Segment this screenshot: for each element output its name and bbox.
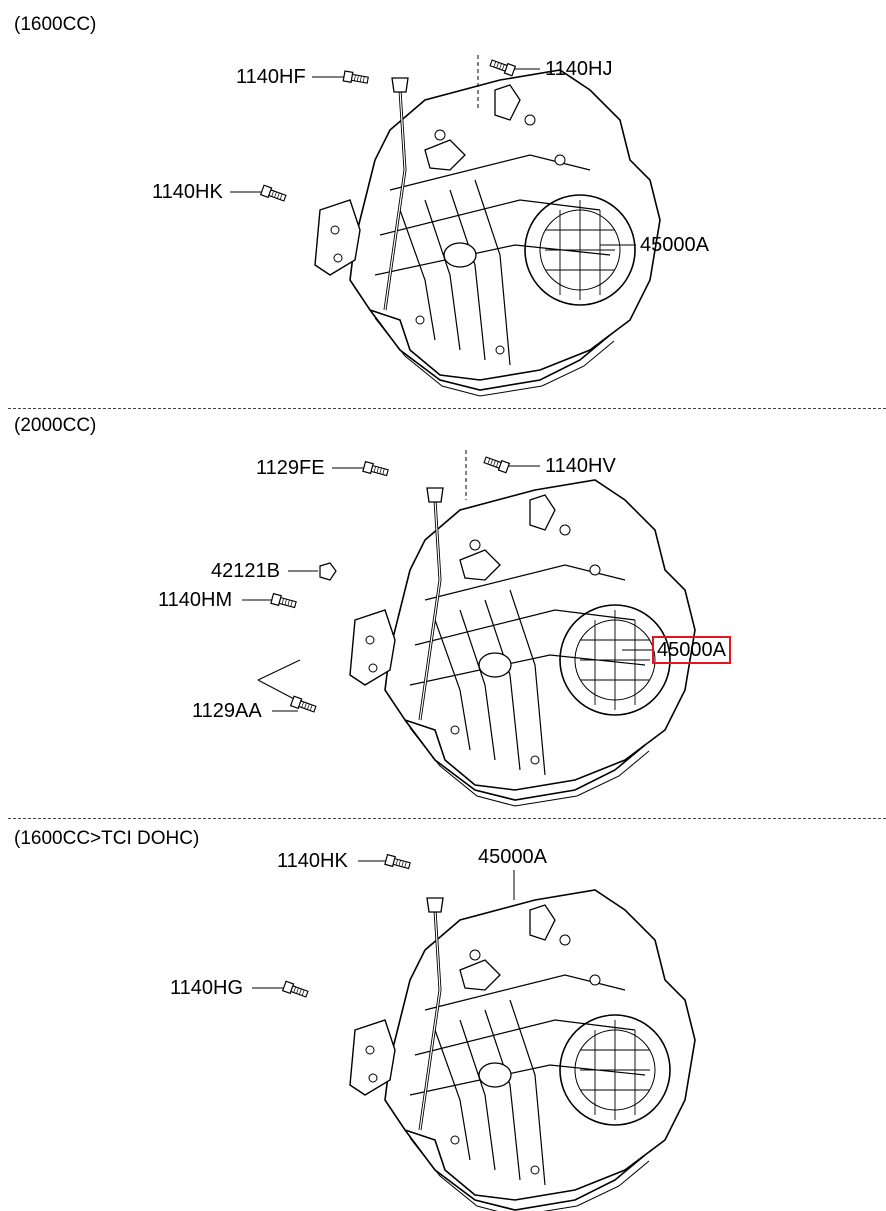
part-callout-1140hm[interactable]: 1140HM (158, 589, 233, 611)
bolt-icons-2000cc (270, 454, 510, 715)
part-callout-1140hg[interactable]: 1140HG (170, 977, 244, 999)
leader-lines-2000cc (242, 450, 652, 712)
section-label-1600cc: (1600CC) (14, 14, 97, 35)
part-callout-1140hk[interactable]: 1140HK (277, 850, 348, 872)
leader-lines-1600cc (230, 55, 636, 246)
section-label-2000cc: (2000CC) (14, 415, 97, 436)
section-label-1600cc-tci-dohc: (1600CC>TCI DOHC) (14, 828, 200, 849)
section-divider (8, 818, 886, 819)
part-callout-45000a[interactable]: 45000A (640, 234, 709, 256)
part-callout-42121b[interactable]: 42121B (211, 560, 280, 582)
section-divider (8, 408, 886, 409)
transmission-drawing-2000cc (348, 478, 697, 808)
part-callout-1140hj[interactable]: 1140HJ (545, 58, 613, 80)
part-callout-1129fe[interactable]: 1129FE (256, 457, 325, 479)
part-callout-1140hf[interactable]: 1140HF (236, 66, 306, 88)
part-callout-45000a[interactable]: 45000A (478, 846, 547, 868)
part-callout-1140hk[interactable]: 1140HK (152, 181, 223, 203)
leader-lines-1600cc-tci-dohc (252, 860, 515, 989)
transmission-drawing-1600cc (313, 68, 662, 398)
bolt-icons-1600cc-tci-dohc (282, 854, 412, 1000)
part-callout-45000a-highlighted[interactable]: 45000A (652, 636, 731, 664)
part-callout-1140hv[interactable]: 1140HV (545, 455, 616, 477)
transmission-drawing-1600cc-tci-dohc (348, 888, 697, 1211)
part-callout-1129aa[interactable]: 1129AA (192, 700, 262, 722)
